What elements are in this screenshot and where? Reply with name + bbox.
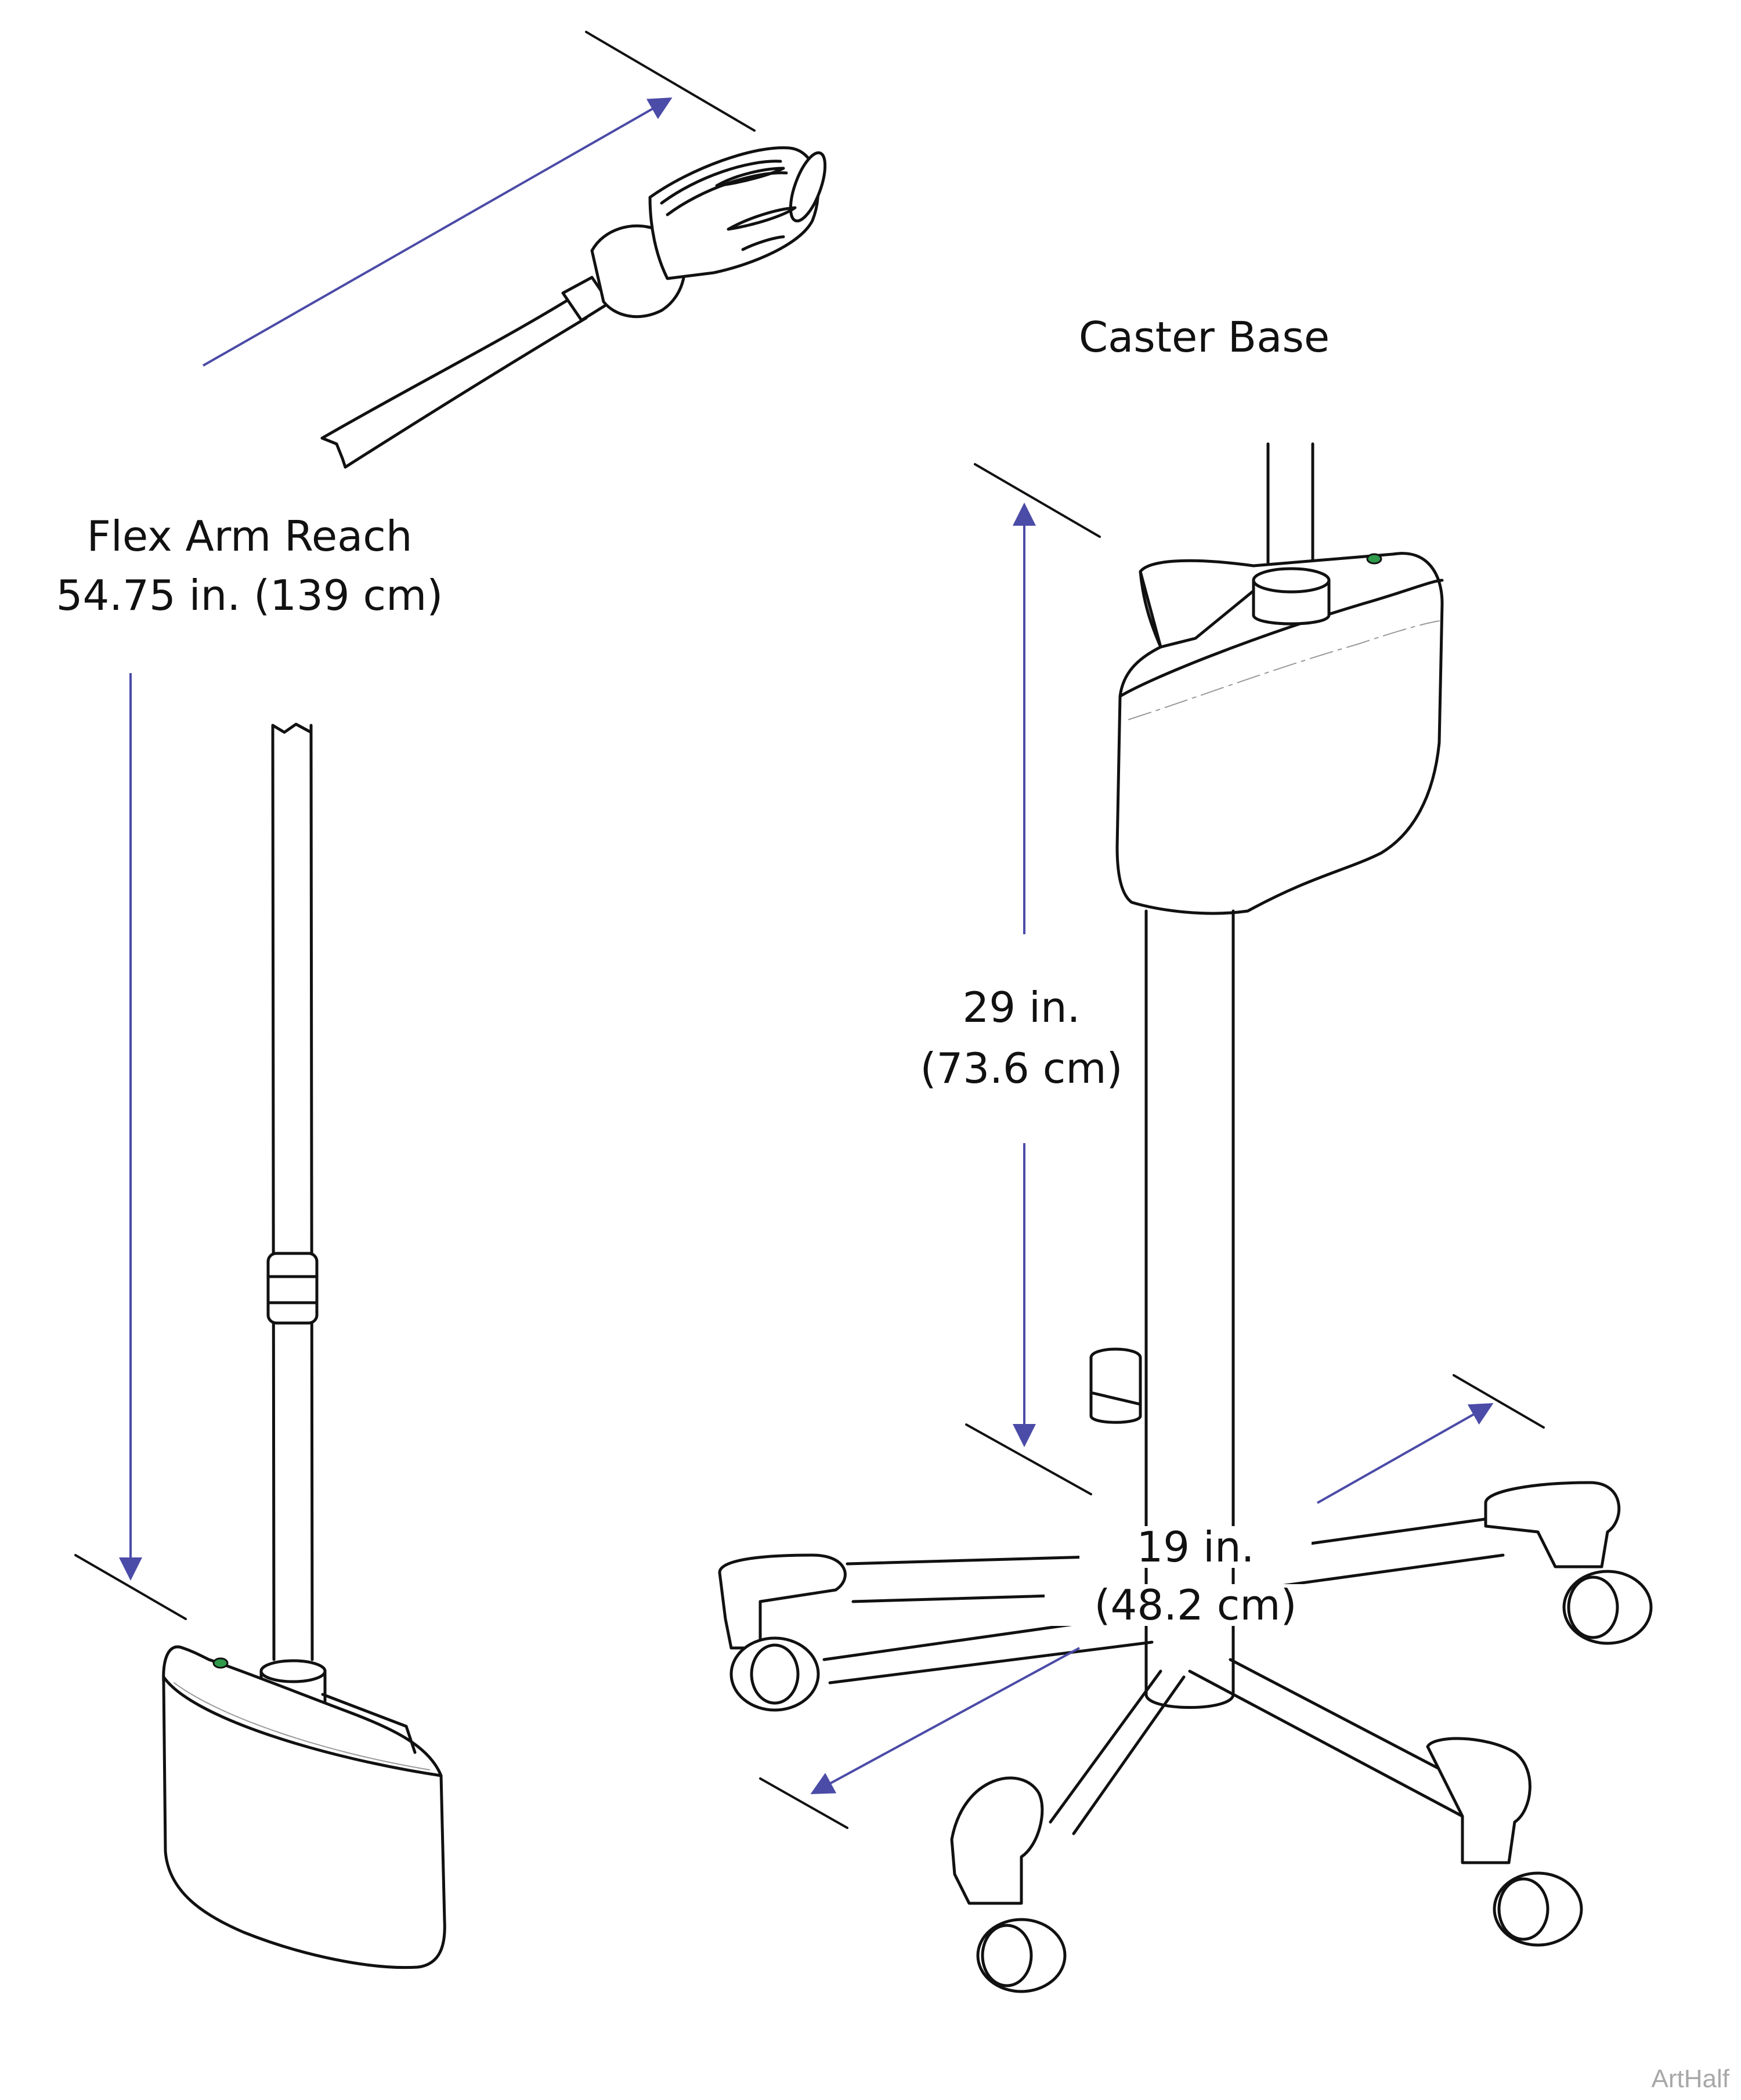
flex-arm-top-extension-line xyxy=(585,31,756,132)
height-dimension-inches: 29 in. xyxy=(962,983,1081,1032)
flex-arm-reach-title: Flex Arm Reach xyxy=(86,512,413,561)
caster-dimension-lines xyxy=(810,503,1494,1794)
flex-arm-bottom-extension-line xyxy=(74,1554,187,1620)
caster-wheel-left xyxy=(718,1553,847,1712)
gooseneck-cut-end xyxy=(320,436,347,469)
light-head xyxy=(590,146,827,319)
caster-base-title: Caster Base xyxy=(1078,313,1330,362)
caster-main-pole xyxy=(1144,909,1235,1696)
watermark-text: ArtHalf xyxy=(1651,2065,1729,2093)
caster-wheel-front-right xyxy=(1426,1737,1583,1947)
width-arrow-right xyxy=(1317,1403,1494,1504)
caster-wheel-front-left xyxy=(950,1776,1067,1993)
gooseneck-hose xyxy=(320,294,576,440)
flex-arm-drawing xyxy=(74,31,827,1969)
width-right-extension-line xyxy=(1453,1374,1545,1429)
indicator-light-left xyxy=(212,1657,229,1669)
caster-wheel-right xyxy=(1484,1481,1653,1645)
flex-arm-base-housing xyxy=(162,1645,446,1969)
flex-arm-pole xyxy=(259,722,327,1722)
flex-arm-dimension-lines xyxy=(119,97,673,1581)
flex-arm-reach-value: 54.75 in. (139 cm) xyxy=(56,571,443,620)
gooseneck-hose-edge xyxy=(344,316,588,469)
indicator-light-caster xyxy=(1366,553,1382,565)
width-dimension-inches: 19 in. xyxy=(1079,1526,1312,1568)
flex-arm-reach-arrow-top xyxy=(203,97,673,367)
caster-base-drawing xyxy=(718,442,1653,1993)
height-top-extension-line xyxy=(974,463,1101,538)
width-arrow-left xyxy=(810,1647,1080,1794)
height-bottom-extension-line xyxy=(965,1423,1092,1495)
caster-upper-housing xyxy=(1115,552,1444,915)
width-dimension-cm: (48.2 cm) xyxy=(1045,1584,1346,1626)
width-left-extension-line xyxy=(759,1777,848,1829)
height-dimension-cm: (73.6 cm) xyxy=(920,1044,1123,1093)
